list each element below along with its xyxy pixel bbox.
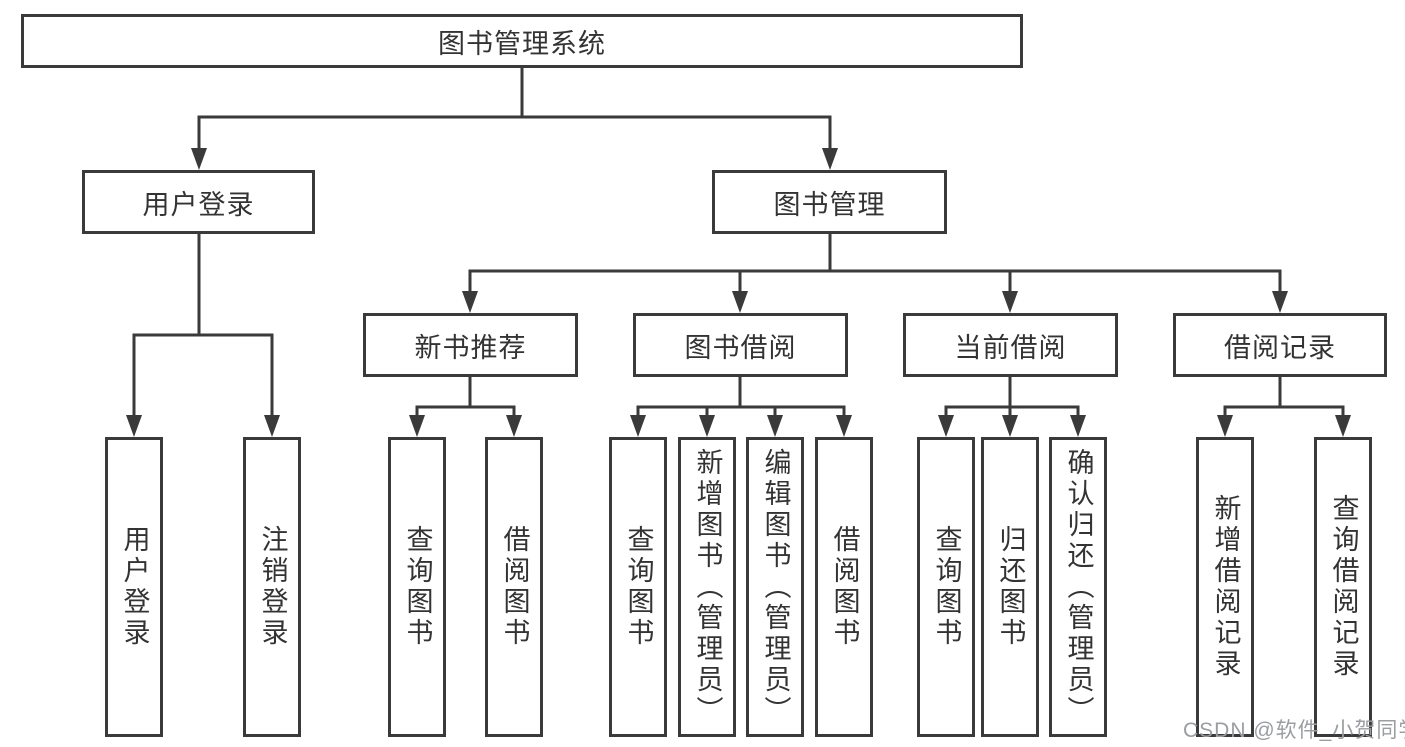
- node-current-borrow-label: 当前借阅: [954, 332, 1067, 363]
- node-root-label: 图书管理系统: [438, 28, 606, 59]
- node-book-management: 图书管理: [712, 170, 947, 234]
- leaf-query-borrow-record-label: 查询借阅记录: [1328, 494, 1359, 680]
- leaf-borrow-books-recommend-label: 借阅图书: [499, 525, 530, 649]
- leaf-user-login-label: 用户登录: [119, 525, 150, 649]
- leaf-borrow-books-recommend: 借阅图书: [485, 437, 543, 737]
- node-book-borrow: 图书借阅: [633, 313, 848, 377]
- node-new-book-recommend-label: 新书推荐: [414, 332, 527, 363]
- leaf-add-book-admin: 新增图书（管理员）: [678, 437, 736, 737]
- node-new-book-recommend: 新书推荐: [363, 313, 578, 377]
- leaf-add-borrow-record-label: 新增借阅记录: [1210, 494, 1241, 680]
- leaf-query-books-borrow-label: 查询图书: [623, 525, 654, 649]
- leaf-edit-book-admin-label: 编辑图书（管理员）: [760, 447, 791, 727]
- node-borrow-records: 借阅记录: [1173, 313, 1387, 377]
- leaf-confirm-return-admin: 确认归还（管理员）: [1049, 437, 1107, 737]
- node-book-borrow-label: 图书借阅: [684, 332, 797, 363]
- node-user-login-label: 用户登录: [142, 189, 255, 220]
- leaf-query-borrow-record: 查询借阅记录: [1314, 437, 1372, 737]
- leaf-add-book-admin-label: 新增图书（管理员）: [692, 447, 723, 727]
- leaf-edit-book-admin: 编辑图书（管理员）: [746, 437, 804, 737]
- node-root-system: 图书管理系统: [21, 14, 1023, 68]
- node-borrow-records-label: 借阅记录: [1224, 332, 1336, 363]
- leaf-add-borrow-record: 新增借阅记录: [1196, 437, 1254, 737]
- leaf-query-books-current-label: 查询图书: [931, 525, 962, 649]
- csdn-watermark: CSDN @软件_小贺同学: [1183, 719, 1405, 742]
- leaf-return-books: 归还图书: [981, 437, 1039, 737]
- leaf-return-books-label: 归还图书: [995, 525, 1026, 649]
- leaf-query-books-borrow: 查询图书: [609, 437, 667, 737]
- leaf-confirm-return-admin-label: 确认归还（管理员）: [1063, 447, 1094, 727]
- leaf-borrow-books-label: 借阅图书: [829, 525, 860, 649]
- leaf-query-books-recommend: 查询图书: [388, 437, 446, 737]
- leaf-query-books-current: 查询图书: [917, 437, 975, 737]
- leaf-logout: 注销登录: [243, 437, 301, 737]
- node-user-login: 用户登录: [82, 170, 315, 234]
- leaf-user-login: 用户登录: [105, 437, 163, 737]
- leaf-logout-label: 注销登录: [257, 525, 288, 649]
- node-current-borrow: 当前借阅: [903, 313, 1118, 377]
- node-book-management-label: 图书管理: [773, 189, 886, 220]
- leaf-query-books-recommend-label: 查询图书: [402, 525, 433, 649]
- leaf-borrow-books: 借阅图书: [815, 437, 873, 737]
